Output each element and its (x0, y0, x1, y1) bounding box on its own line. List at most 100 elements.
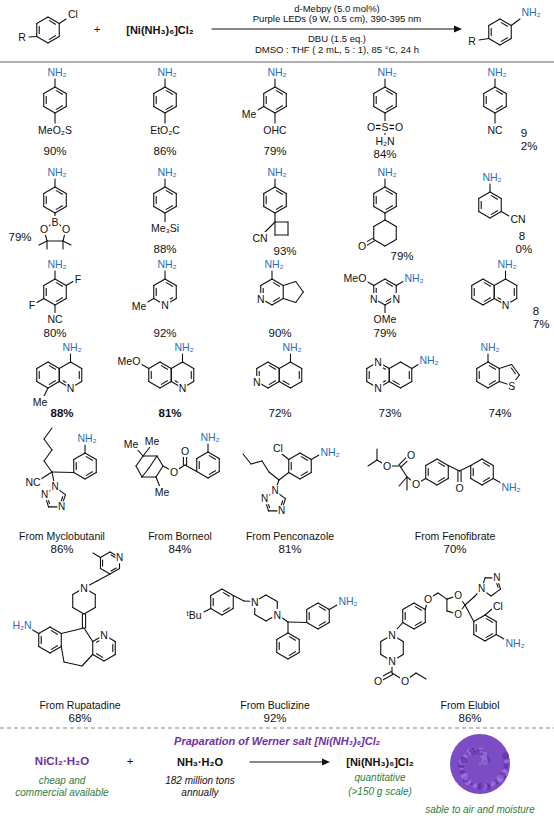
bond-line (283, 299, 295, 303)
ring-bond (300, 473, 311, 480)
bond-line (44, 450, 52, 461)
ring-bond (307, 603, 318, 610)
aromatic-line (51, 631, 57, 635)
bond-line (274, 213, 275, 222)
atom-label: NC (46, 313, 63, 325)
atom-label: O (423, 593, 433, 605)
ring-bond (471, 479, 482, 486)
ring-bond (160, 382, 171, 389)
atom-label: Me (123, 438, 140, 450)
bond-line (296, 282, 304, 293)
bond-line (384, 305, 385, 313)
amine-label: NH₂ (479, 341, 500, 353)
bond-line (257, 107, 264, 111)
ring-bond (472, 299, 483, 306)
ring-bond (44, 299, 55, 306)
aromatic-line (501, 38, 507, 42)
ring-bond (55, 187, 66, 194)
ring-bond (233, 596, 234, 609)
ring-bond (275, 87, 286, 94)
atom-label: Me (144, 435, 161, 447)
bond-line (376, 449, 377, 460)
ring-bond (110, 569, 120, 575)
ring-bond (219, 459, 220, 472)
ring-bond (96, 460, 97, 473)
atom-label: N (250, 595, 260, 607)
atom-label: O (406, 449, 416, 461)
aromatic-line (511, 368, 515, 374)
ring-bond (446, 599, 447, 611)
atom-label: F (28, 299, 36, 311)
aromatic-line (213, 598, 214, 605)
ring-bond (396, 227, 397, 240)
bond-line (136, 456, 143, 466)
ring-bond (268, 362, 279, 369)
atom-label: N (256, 292, 266, 304)
bond-line (164, 113, 165, 123)
ring-bond (374, 107, 385, 114)
amine-label: NH₂ (46, 166, 67, 178)
ring-bond (490, 212, 501, 219)
yield-value: 92% (520, 127, 528, 152)
atom-label: O (373, 675, 383, 687)
ring-bond (59, 24, 60, 37)
ring-bond (306, 610, 307, 623)
bond-line (384, 79, 385, 87)
amine-label: NH₂ (156, 166, 177, 178)
atom-label: N (387, 655, 397, 667)
yield-value: 84% (372, 148, 397, 161)
aromatic-line (102, 560, 103, 566)
bond-line (233, 596, 244, 602)
aromatic-line (151, 371, 152, 378)
ring-bond (289, 473, 300, 480)
ring-bond (374, 187, 385, 194)
bond-line (143, 455, 157, 456)
ring-bond (484, 87, 495, 94)
aromatic-line (266, 96, 267, 103)
aromatic-line (161, 366, 167, 370)
ring-bond (474, 635, 485, 642)
aromatic-line (223, 608, 229, 612)
aromatic-line (484, 283, 490, 287)
ring-bond (300, 453, 311, 460)
aromatic-line (479, 371, 480, 378)
ring-bond (95, 595, 96, 608)
aromatic-line (276, 206, 282, 210)
bond-line (44, 461, 52, 472)
double-bond (367, 241, 375, 246)
aromatic-line (76, 462, 77, 469)
ring-bond (73, 460, 74, 473)
aromatic-line (376, 96, 377, 103)
bond-line (54, 113, 55, 123)
ring-bond (171, 362, 182, 369)
ring-bond (81, 369, 82, 382)
atom-label: N (270, 485, 279, 497)
aromatic-line (273, 298, 279, 302)
plus-sign: + (126, 755, 135, 768)
atom-label: Me (131, 300, 148, 312)
aromatic-line (49, 21, 55, 25)
aromatic-line (191, 371, 192, 378)
ring-bond (499, 369, 500, 382)
ring-bond (373, 227, 374, 240)
ring-bond (385, 87, 396, 94)
ring-bond (488, 362, 499, 369)
atom-label: O (357, 240, 367, 252)
ring-bond (389, 362, 400, 369)
ring-bond (471, 459, 482, 466)
aromatic-line (393, 381, 399, 385)
ring-bond (276, 640, 277, 653)
divider-line (0, 61, 554, 63)
ring-bond (496, 622, 497, 635)
ring-bond (291, 382, 302, 389)
aromatic-line (386, 106, 392, 110)
ring-bond (264, 187, 275, 194)
aromatic-line (276, 91, 282, 95)
ring-bond (59, 369, 60, 382)
ring-bond (59, 369, 60, 382)
atom-label: O (169, 466, 179, 478)
ring-bond (93, 655, 104, 662)
ring-bond (264, 87, 275, 94)
ring-bond (500, 39, 511, 46)
atom-label: N (369, 292, 379, 304)
